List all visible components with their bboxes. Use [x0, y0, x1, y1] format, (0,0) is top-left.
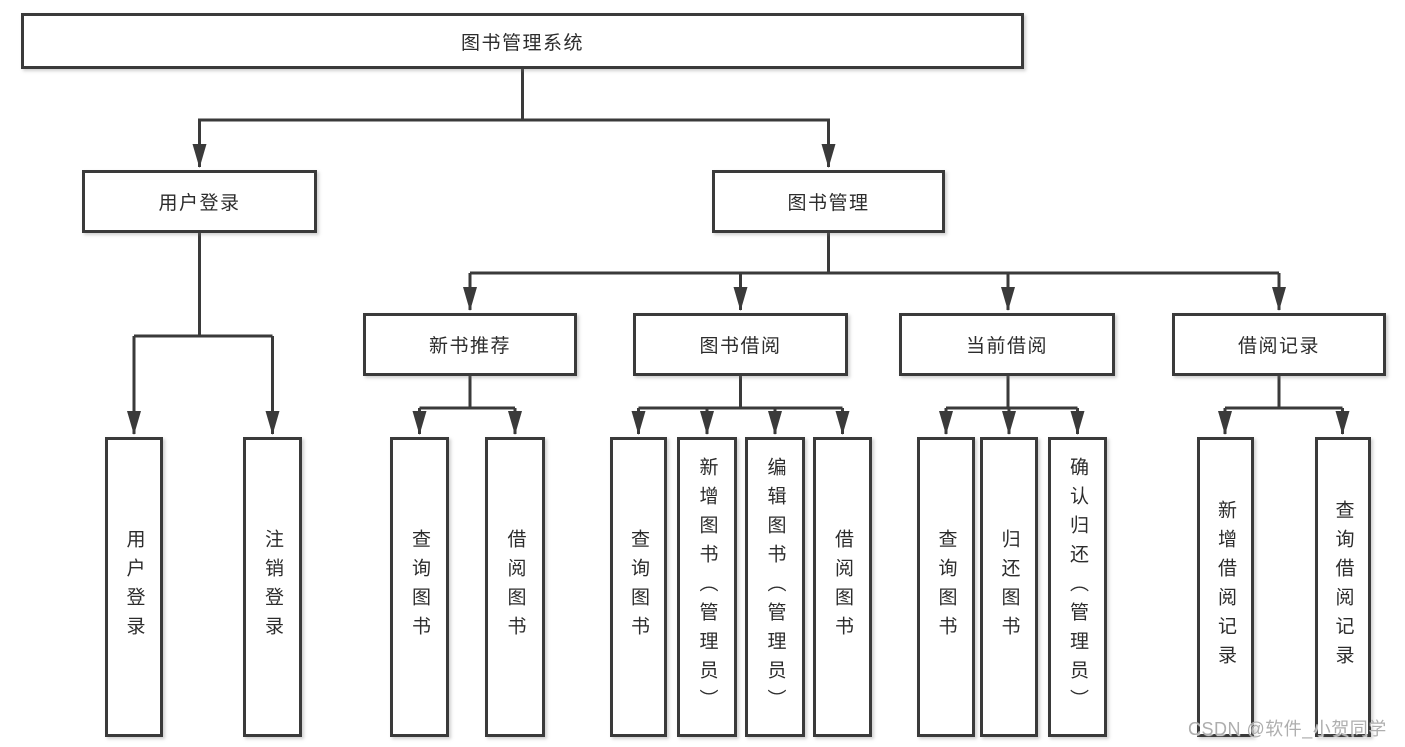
leaf-label: 新增借阅记录	[1215, 500, 1236, 674]
connector-current-borrow	[939, 376, 1085, 435]
leaf-borrow-books-recommend: 借阅图书	[485, 437, 545, 737]
leaf-borrow-books: 借阅图书	[813, 437, 872, 737]
leaf-add-books-admin: 新增图书（管理员）	[677, 437, 737, 737]
node-label: 用户登录	[158, 193, 241, 214]
node-library-management-system: 图书管理系统	[21, 13, 1024, 69]
node-book-management: 图书管理	[712, 170, 945, 233]
node-label: 借阅记录	[1237, 336, 1320, 357]
leaf-label: 确认归还（管理员）	[1067, 456, 1088, 718]
node-user-login: 用户登录	[82, 170, 317, 233]
connector-new-book	[412, 376, 522, 435]
leaf-label: 查询图书	[628, 529, 649, 645]
leaf-user-login: 用户登录	[105, 437, 163, 737]
node-label: 图书借阅	[699, 336, 782, 357]
node-book-borrowing: 图书借阅	[633, 313, 848, 376]
leaf-confirm-return-admin: 确认归还（管理员）	[1048, 437, 1107, 737]
leaf-search-books-current: 查询图书	[917, 437, 975, 737]
root-label: 图书管理系统	[460, 32, 584, 54]
watermark-text: CSDN @软件_小贺同学	[1188, 719, 1387, 739]
node-label: 当前借阅	[965, 336, 1048, 357]
node-current-borrowing: 当前借阅	[899, 313, 1115, 376]
leaf-label: 查询图书	[935, 529, 957, 645]
leaf-search-books-recommend: 查询图书	[390, 437, 449, 737]
leaf-label: 借阅图书	[504, 529, 526, 645]
leaf-logout: 注销登录	[243, 437, 302, 737]
connector-borrow-records	[1218, 376, 1350, 435]
leaf-search-borrow-record: 查询借阅记录	[1315, 437, 1371, 737]
connector-book-management	[463, 233, 1286, 311]
leaf-label: 查询图书	[409, 529, 430, 645]
leaf-return-books: 归还图书	[980, 437, 1038, 737]
leaf-label: 注销登录	[262, 529, 283, 645]
connector-root	[192, 69, 836, 168]
leaf-label: 借阅图书	[832, 529, 853, 645]
connector-book-borrow	[631, 376, 850, 435]
leaf-label: 编辑图书（管理员）	[764, 456, 786, 718]
leaf-label: 用户登录	[123, 529, 145, 645]
leaf-label: 归还图书	[998, 529, 1020, 645]
node-label: 新书推荐	[428, 336, 511, 357]
leaf-label: 查询借阅记录	[1332, 500, 1354, 674]
leaf-search-books-borrow: 查询图书	[610, 437, 667, 737]
leaf-edit-books-admin: 编辑图书（管理员）	[745, 437, 805, 737]
leaf-add-borrow-record: 新增借阅记录	[1197, 437, 1254, 737]
node-new-book-recommendation: 新书推荐	[363, 313, 577, 376]
node-borrowing-records: 借阅记录	[1172, 313, 1386, 376]
connector-user-login	[127, 233, 280, 435]
node-label: 图书管理	[787, 193, 870, 214]
leaf-label: 新增图书（管理员）	[696, 456, 718, 718]
